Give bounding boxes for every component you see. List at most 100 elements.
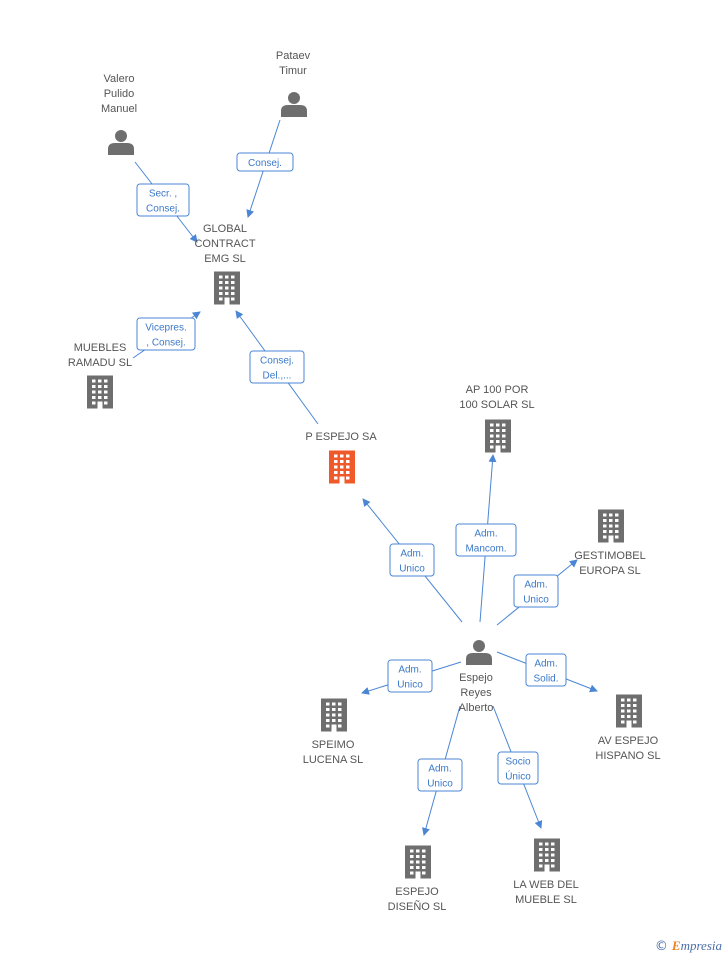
brand-name: mpresia: [680, 938, 722, 953]
node-label: GESTIMOBEL: [574, 550, 646, 562]
edge-label-text: Del.,...: [263, 371, 292, 382]
edge-label-ramadu-to-global[interactable]: Vicepres. , Consej.: [136, 317, 196, 351]
edge-label-text: Adm.: [524, 580, 547, 591]
node-label: MUEBLES: [74, 342, 127, 354]
edge-label-pataev-to-global[interactable]: Consej.: [236, 152, 294, 172]
node-pespejo[interactable]: P ESPEJO SA: [305, 431, 377, 484]
copyright-icon: ©: [654, 939, 668, 954]
node-label: SPEIMO: [312, 739, 355, 751]
edge-label-box: [455, 523, 517, 557]
node-global[interactable]: GLOBAL CONTRACT EMG SL: [194, 223, 256, 305]
edge-label-box: [389, 543, 435, 577]
edge-label-text: Unico: [399, 564, 425, 575]
edge-label-text: Consej.: [146, 204, 180, 215]
node-label: GLOBAL: [203, 223, 247, 235]
edge-label-text: Vicepres.: [145, 323, 187, 334]
node-label: Valero: [104, 73, 135, 85]
edge-label-text: Adm.: [534, 659, 557, 670]
edge-label-text: Mancom.: [465, 544, 506, 555]
brand-initial: E: [671, 938, 681, 953]
building-icon: [534, 838, 560, 872]
node-label: MUEBLE SL: [515, 894, 577, 906]
edge-label-espejo-to-speimo[interactable]: Adm. Unico: [387, 659, 433, 693]
person-icon: [281, 92, 307, 117]
node-label: Espejo: [459, 672, 493, 684]
edge-label-box: [136, 183, 190, 217]
node-label: LA WEB DEL: [513, 879, 578, 891]
node-label: 100 SOLAR SL: [459, 399, 534, 411]
edge-labels-layer: Secr. , Consej. Consej. Vicepres. , Consej. C…: [136, 152, 567, 792]
edge-label-espejo-to-pespejo[interactable]: Adm. Unico: [389, 543, 435, 577]
node-avespejo[interactable]: AV ESPEJO HISPANO SL: [595, 694, 661, 763]
person-icon: [466, 640, 492, 665]
node-label: ESPEJO: [395, 886, 439, 898]
node-label: Manuel: [101, 103, 137, 115]
edge-label-valero-to-global[interactable]: Secr. , Consej.: [136, 183, 190, 217]
edge-label-box: [236, 152, 294, 172]
node-label: AV ESPEJO: [598, 735, 659, 747]
node-disenio[interactable]: ESPEJO DISEÑO SL: [388, 845, 447, 914]
building-icon: [321, 698, 347, 732]
edge-label-pespejo-to-global[interactable]: Consej. Del.,...: [249, 350, 305, 384]
edge-label-text: Unico: [523, 595, 549, 606]
edge-label-box: [525, 653, 567, 687]
edge-label-text: , Consej.: [146, 338, 185, 349]
edge-label-text: Adm.: [400, 549, 423, 560]
edge-label-text: Adm.: [398, 665, 421, 676]
building-icon: [214, 271, 240, 305]
node-label: Pulido: [104, 88, 135, 100]
edge-label-espejo-to-avespejo[interactable]: Adm. Solid.: [525, 653, 567, 687]
building-icon: [598, 509, 624, 543]
edge-label-text: Adm.: [428, 764, 451, 775]
node-label: RAMADU SL: [68, 357, 132, 369]
edge-label-box: [497, 751, 539, 785]
edge-label-box: [417, 758, 463, 792]
building-icon: [616, 694, 642, 728]
node-ramadu[interactable]: MUEBLES RAMADU SL: [68, 342, 132, 409]
brand-logo: ©Empresia: [655, 938, 722, 954]
node-label: CONTRACT: [194, 238, 255, 250]
building-icon: [405, 845, 431, 879]
node-label: Alberto: [459, 702, 494, 714]
node-label: DISEÑO SL: [388, 900, 447, 913]
edge-label-text: Unico: [397, 680, 423, 691]
edge-label-espejo-to-ap100[interactable]: Adm. Mancom.: [455, 523, 517, 557]
node-label: LUCENA SL: [303, 754, 364, 766]
edge-label-box: [513, 574, 559, 608]
building-icon: [485, 419, 511, 453]
person-icon: [108, 130, 134, 155]
edge-label-box: [387, 659, 433, 693]
node-label: Pataev: [276, 50, 311, 62]
edge-label-box: [136, 317, 196, 351]
edge-label-text: Consej.: [248, 158, 282, 169]
node-speimo[interactable]: SPEIMO LUCENA SL: [303, 698, 364, 767]
edge-label-text: Solid.: [533, 674, 558, 685]
node-label: HISPANO SL: [595, 750, 660, 762]
edge-label-text: Adm.: [474, 529, 497, 540]
edge-label-espejo-to-disenio[interactable]: Adm. Unico: [417, 758, 463, 792]
node-gestimobel[interactable]: GESTIMOBEL EUROPA SL: [574, 509, 646, 578]
edge-label-text: Secr. ,: [149, 189, 177, 200]
node-label: EUROPA SL: [579, 565, 641, 577]
edge-label-text: Socio: [505, 757, 530, 768]
node-label: EMG SL: [204, 253, 246, 265]
node-label: P ESPEJO SA: [305, 431, 377, 443]
edge-label-text: Único: [505, 770, 531, 783]
node-laweb[interactable]: LA WEB DEL MUEBLE SL: [513, 838, 579, 907]
edge-label-text: Unico: [427, 779, 453, 790]
edge-label-box: [249, 350, 305, 384]
edge-label-text: Consej.: [260, 356, 294, 367]
node-label: Reyes: [460, 687, 492, 699]
node-label: AP 100 POR: [466, 384, 529, 396]
node-label: Timur: [279, 65, 307, 77]
building-icon: [87, 375, 113, 409]
edge-label-espejo-to-gestimobel[interactable]: Adm. Unico: [513, 574, 559, 608]
node-ap100[interactable]: AP 100 POR 100 SOLAR SL: [459, 384, 535, 453]
building-icon: [329, 450, 355, 484]
